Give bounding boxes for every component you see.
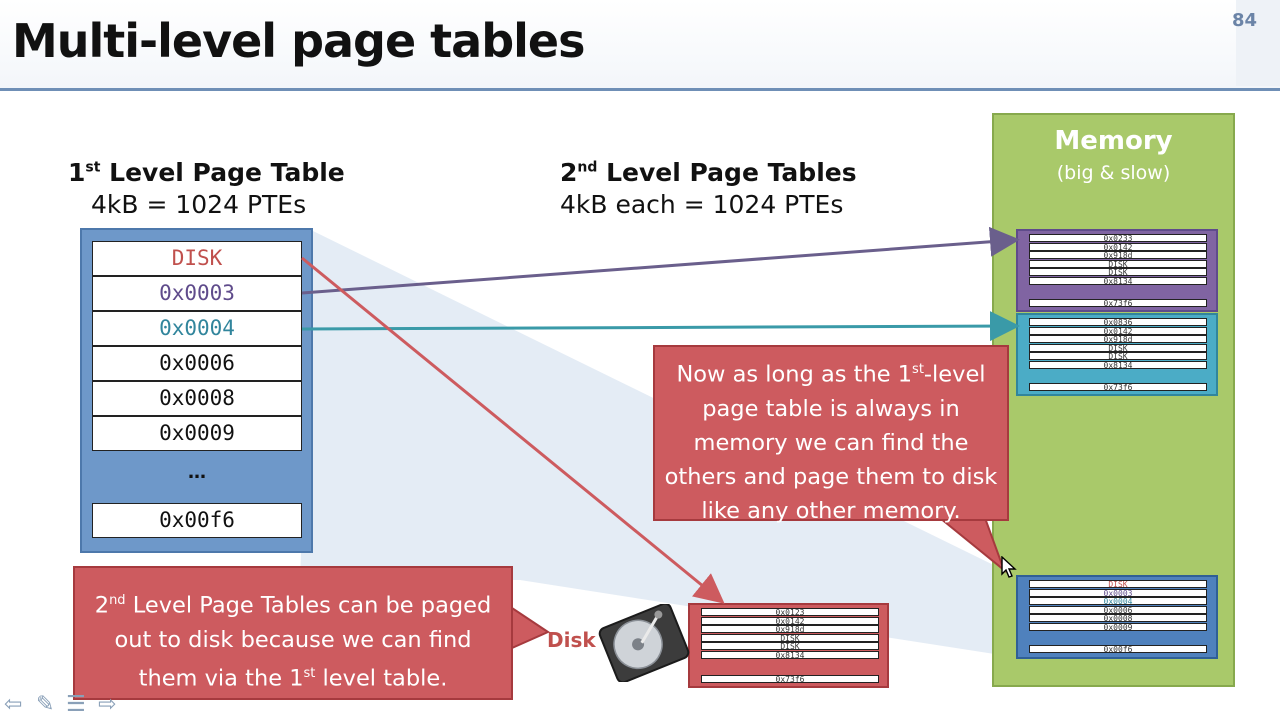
table-row: 0x73f6 (1029, 299, 1207, 308)
table-row: 0x0003 (1029, 588, 1207, 597)
table-row: 0x0836 (1029, 318, 1207, 327)
table-row: 0x0142 (1029, 326, 1207, 335)
table-row: 0x918d (1029, 335, 1207, 344)
pte-disk: DISK (92, 241, 302, 276)
notes-icon[interactable]: ☰ (66, 692, 86, 717)
arrow-right-icon[interactable]: ⇨ (98, 692, 117, 717)
disk-label: Disk (547, 628, 596, 652)
slide-number: 84 (1232, 10, 1258, 31)
table-row: 0x0009 (1029, 622, 1207, 631)
arrow-to-purple-table (301, 226, 1020, 295)
table-row: DISK (1029, 343, 1207, 352)
table-row: 0x00f6 (1029, 645, 1207, 654)
hard-disk-icon (598, 604, 690, 682)
pte-0x0008: 0x0008 (92, 381, 302, 416)
pen-icon[interactable]: ✎ (36, 692, 55, 717)
table-row: 0x0006 (1029, 605, 1207, 614)
table-row: 0x918d (1029, 251, 1207, 260)
pte-0x0006: 0x0006 (92, 346, 302, 381)
table-row: 0x0123 (701, 608, 879, 617)
table-row: DISK (1029, 268, 1207, 277)
title-bar (0, 0, 1280, 91)
table-row: DISK (701, 642, 879, 651)
pte-0x0004: 0x0004 (92, 311, 302, 346)
table-row: 0x73f6 (701, 675, 879, 684)
memory-subtitle: (big & slow) (1056, 162, 1171, 184)
second-level-heading: 2nd Level Page Tables (560, 158, 857, 188)
table-row: 0x8134 (1029, 360, 1207, 369)
pte-ellipsis: … (188, 462, 206, 483)
pte-0x0009: 0x0009 (92, 416, 302, 451)
table-row: 0x73f6 (1029, 383, 1207, 392)
arrow-to-teal-table (301, 311, 1020, 342)
first-level-heading: 1st Level Page Table (68, 158, 345, 188)
pte-0x00f6: 0x00f6 (92, 503, 302, 538)
table-row: 0x918d (701, 625, 879, 634)
pte-0x0003: 0x0003 (92, 276, 302, 311)
table-row: DISK (1029, 580, 1207, 589)
memory-table-purple: 0x0233 0x0142 0x918d DISK DISK 0x8134 0x… (1016, 229, 1218, 312)
table-row: 0x0008 (1029, 614, 1207, 623)
table-row: DISK (701, 633, 879, 642)
table-row: DISK (1029, 259, 1207, 268)
table-row: 0x8134 (701, 650, 879, 659)
callout-disk: 2nd Level Page Tables can be paged out t… (73, 566, 513, 700)
table-row: 0x0142 (701, 616, 879, 625)
table-row: 0x0004 (1029, 597, 1207, 606)
disk-table: 0x0123 0x0142 0x918d DISK DISK 0x8134 0x… (688, 603, 889, 688)
slide-number-strip (1236, 0, 1280, 86)
arrow-left-icon[interactable]: ⇦ (4, 692, 23, 717)
mouse-cursor-icon (1001, 556, 1017, 578)
slide-title: Multi-level page tables (12, 14, 585, 68)
table-row: DISK (1029, 352, 1207, 361)
arrow-to-disk-table (301, 256, 725, 604)
callout-paging: Now as long as the 1st-level page table … (653, 345, 1009, 524)
memory-table-first-level: DISK 0x0003 0x0004 0x0006 0x0008 0x0009 … (1016, 575, 1218, 659)
memory-table-teal: 0x0836 0x0142 0x918d DISK DISK 0x8134 0x… (1016, 313, 1218, 396)
table-row: 0x0142 (1029, 242, 1207, 251)
table-row: 0x0233 (1029, 234, 1207, 243)
memory-title: Memory (1054, 126, 1173, 156)
first-level-subheading: 4kB = 1024 PTEs (91, 190, 307, 219)
table-row: 0x8134 (1029, 276, 1207, 285)
second-level-subheading: 4kB each = 1024 PTEs (560, 190, 844, 219)
